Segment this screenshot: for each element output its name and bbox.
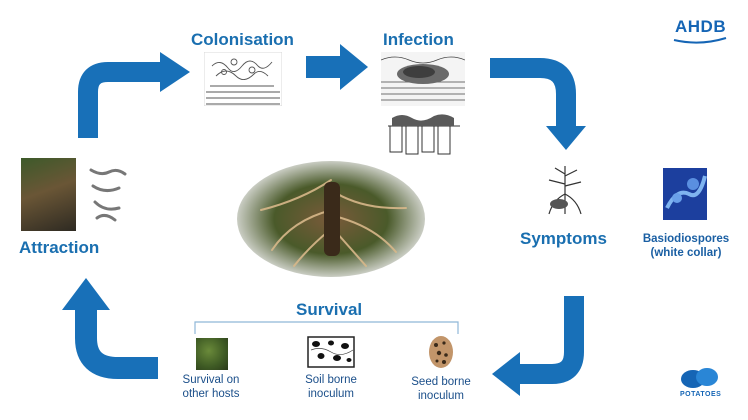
stage-label-attraction: Attraction (19, 238, 100, 257)
survival-caption-line2: other hosts (182, 388, 240, 400)
arrow-head-colonisation (160, 52, 190, 92)
stage-label-symptoms: Symptoms (520, 229, 607, 248)
survival-caption-other-hosts: Survival on other hosts (166, 373, 256, 401)
survival-caption-soil-borne: Soil borne inoculum (286, 373, 376, 401)
potatoes-logo-icon (681, 368, 718, 388)
potatoes-logo-text: POTATOES (680, 391, 722, 398)
infection-sketch-top (381, 52, 465, 106)
attraction-photo (21, 158, 76, 231)
survival-caption-line2: inoculum (307, 388, 355, 400)
survival-caption-line1: Seed borne (411, 376, 471, 388)
stage-label-infection: Infection (383, 30, 454, 49)
survival-caption-seed-borne: Seed borne inoculum (396, 375, 486, 403)
arrow-infection-to-symptoms (490, 58, 576, 126)
colonisation-hyphae-sketch (204, 52, 282, 106)
arrow-head-survival (492, 352, 520, 396)
ahdb-logo: AHDB (675, 17, 727, 36)
arrow-head-symptoms (546, 126, 586, 150)
other-hosts-plant-photo (196, 338, 228, 370)
arrow-survival-to-attraction (75, 310, 158, 379)
survival-caption-line1: Soil borne (305, 374, 357, 386)
soil-inoculum-sketch (307, 336, 355, 368)
basidiospores-caption-line2: (white collar) (650, 247, 722, 259)
symptoms-sketch (548, 166, 582, 215)
basidiospores-image (663, 168, 707, 220)
basidiospores-caption-line1: Basiodiospores (642, 233, 730, 245)
infection-sketch-bottom (388, 114, 460, 155)
basidiospores-caption: Basiodiospores (white collar) (631, 232, 741, 260)
attraction-hyphae-sketch (89, 168, 127, 222)
stage-label-colonisation: Colonisation (191, 30, 294, 49)
arrow-colonisation-to-infection (306, 56, 342, 78)
arrow-attraction-to-colonisation (78, 62, 160, 138)
central-stem-photo (237, 161, 425, 277)
survival-bracket (194, 321, 459, 334)
ahdb-logo-swoosh (673, 37, 727, 44)
seed-potato-photo (429, 336, 453, 368)
arrow-symptoms-to-survival (518, 296, 584, 384)
survival-caption-line1: Survival on (182, 374, 240, 386)
arrow-head-infection (340, 44, 368, 90)
stage-label-survival: Survival (296, 300, 363, 319)
arrow-head-attraction (62, 278, 110, 310)
survival-caption-line2: inoculum (417, 390, 465, 402)
